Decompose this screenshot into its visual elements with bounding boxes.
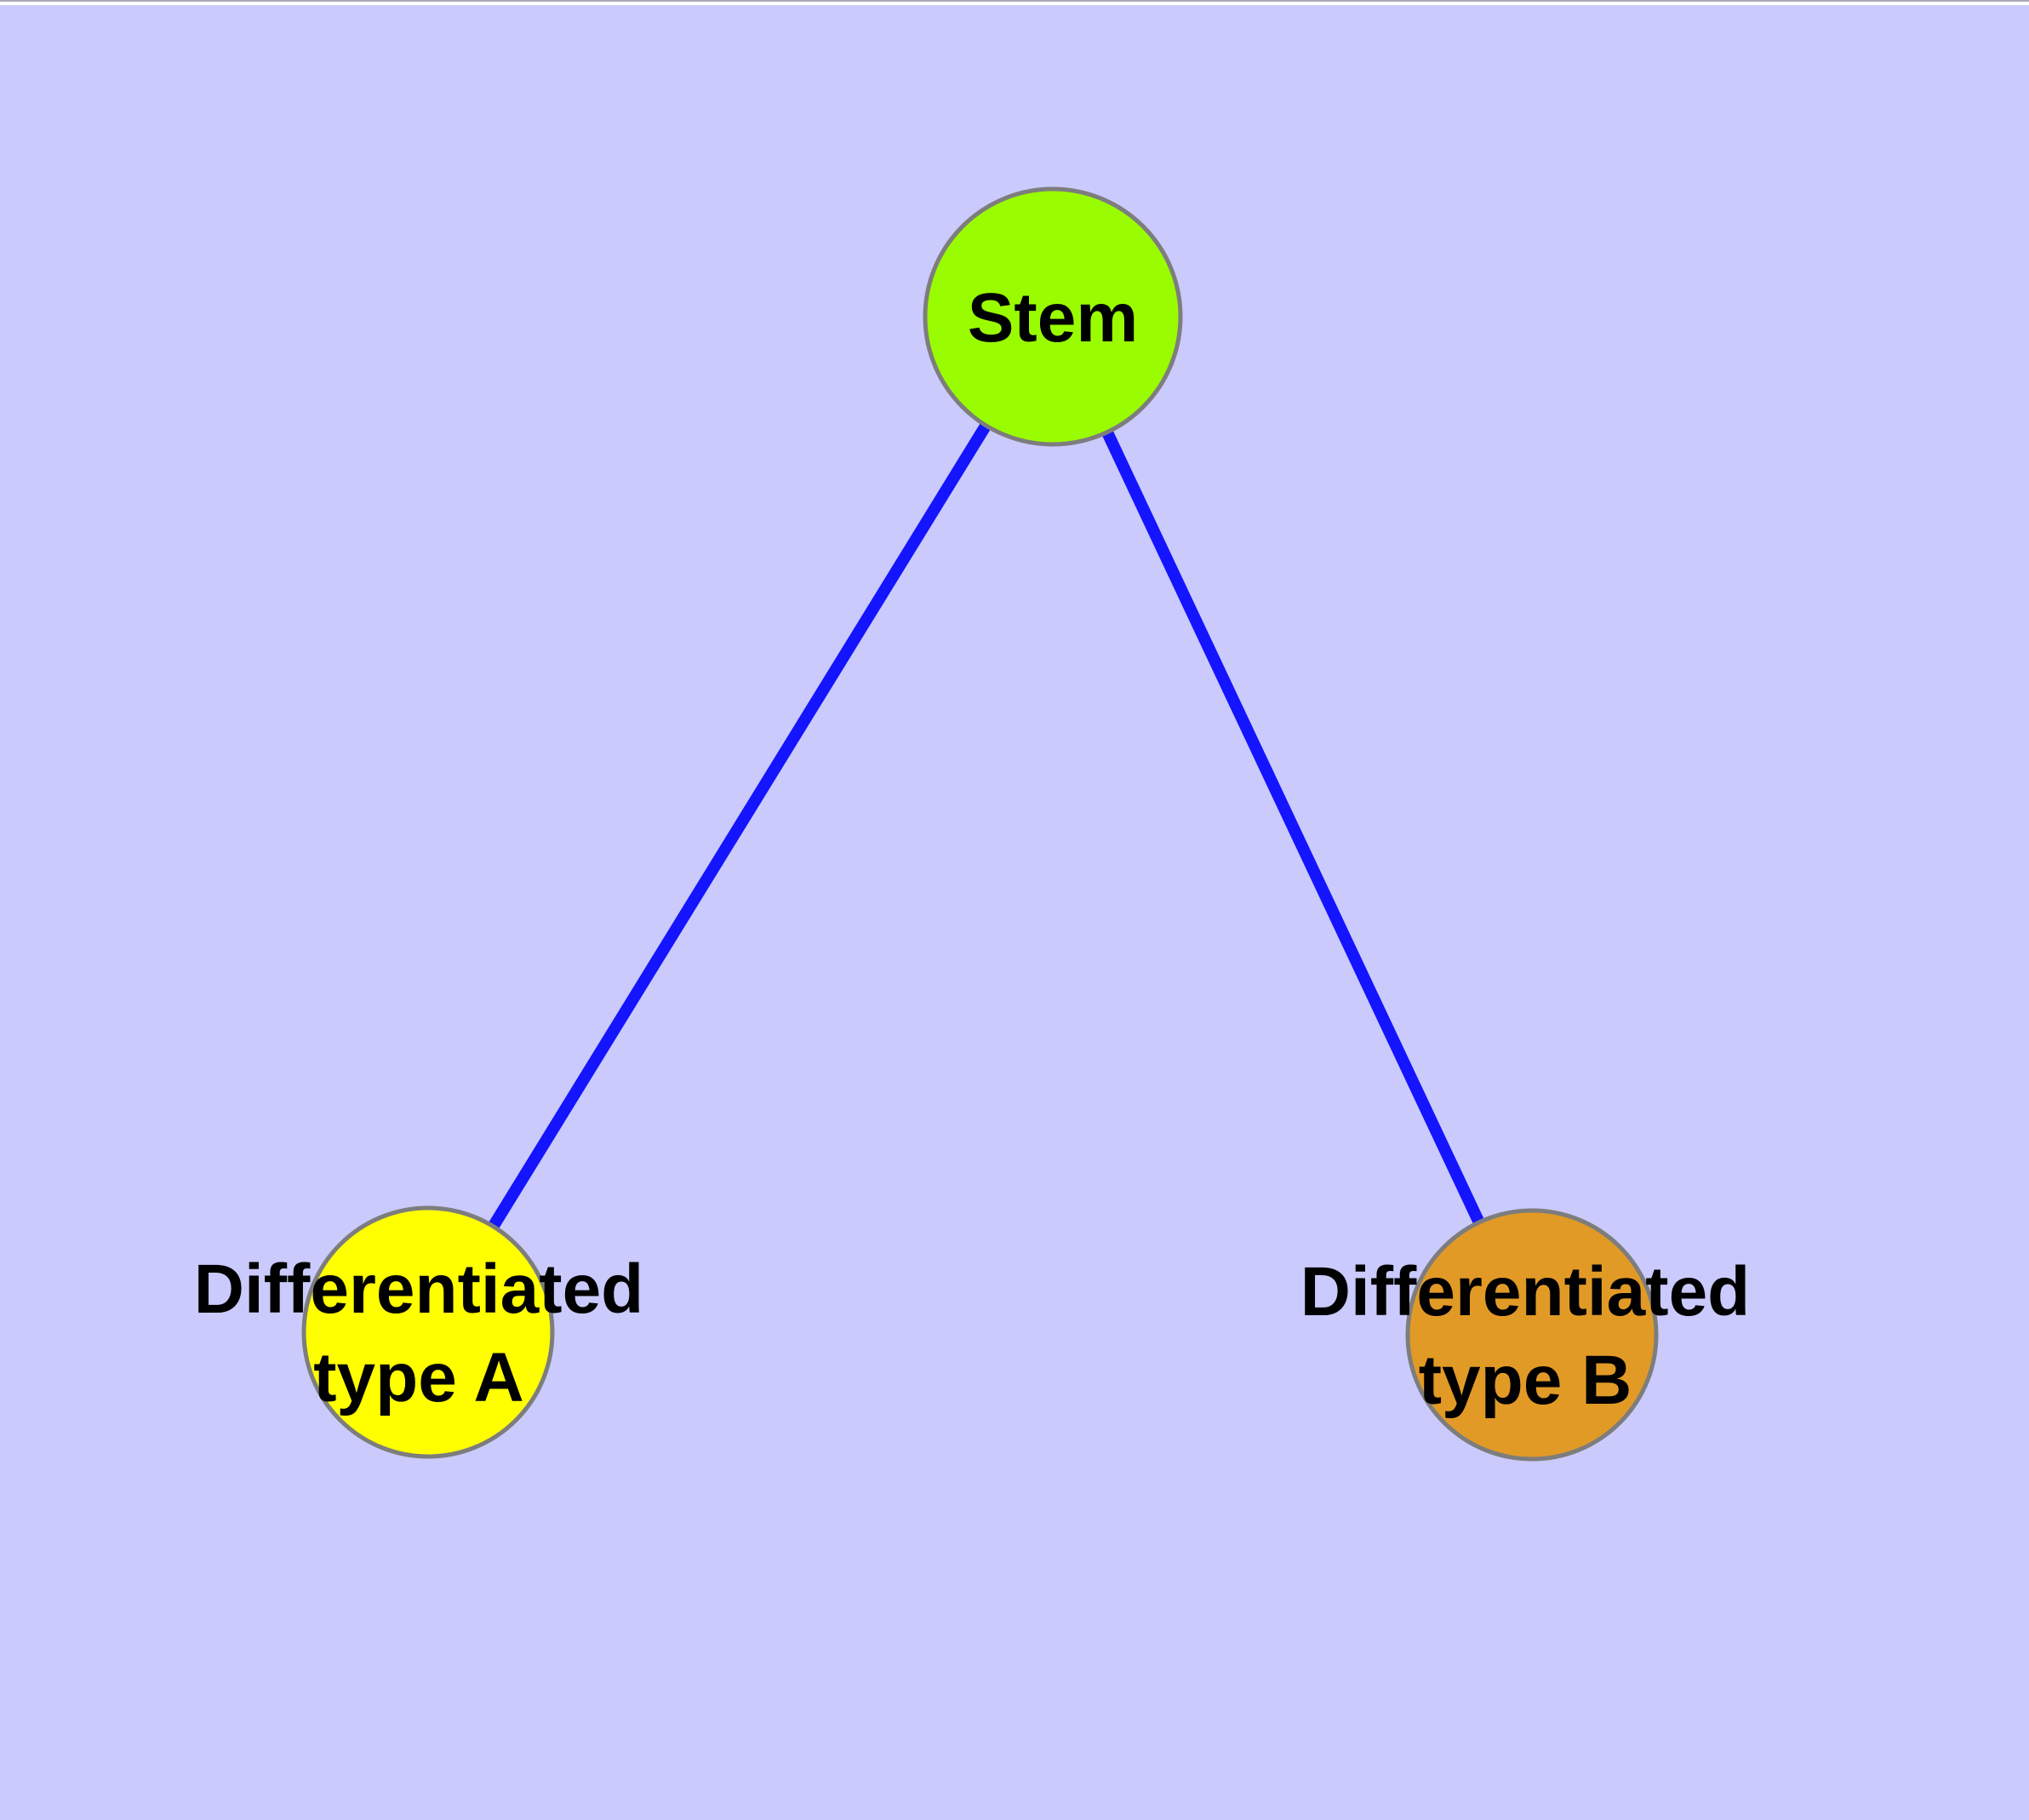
node-label-line: type B [1418,1342,1632,1419]
node-differentiated-type-b [1405,1208,1659,1462]
node-stem [923,186,1183,447]
node-label-differentiated-type-b: Differentiated type B [1300,1248,1751,1425]
node-label-stem: Stem [967,279,1139,357]
top-margin [0,0,2029,5]
node-label-line: Differentiated [1300,1253,1751,1331]
node-differentiated-type-a [301,1205,555,1459]
edge-stem-to-type-b [1047,314,1538,1337]
node-label-line: type A [313,1339,524,1417]
node-label-line: Differentiated [193,1251,644,1328]
node-label-differentiated-type-a: Differentiated type A [194,1245,644,1422]
edge-stem-to-type-a [423,313,1058,1336]
